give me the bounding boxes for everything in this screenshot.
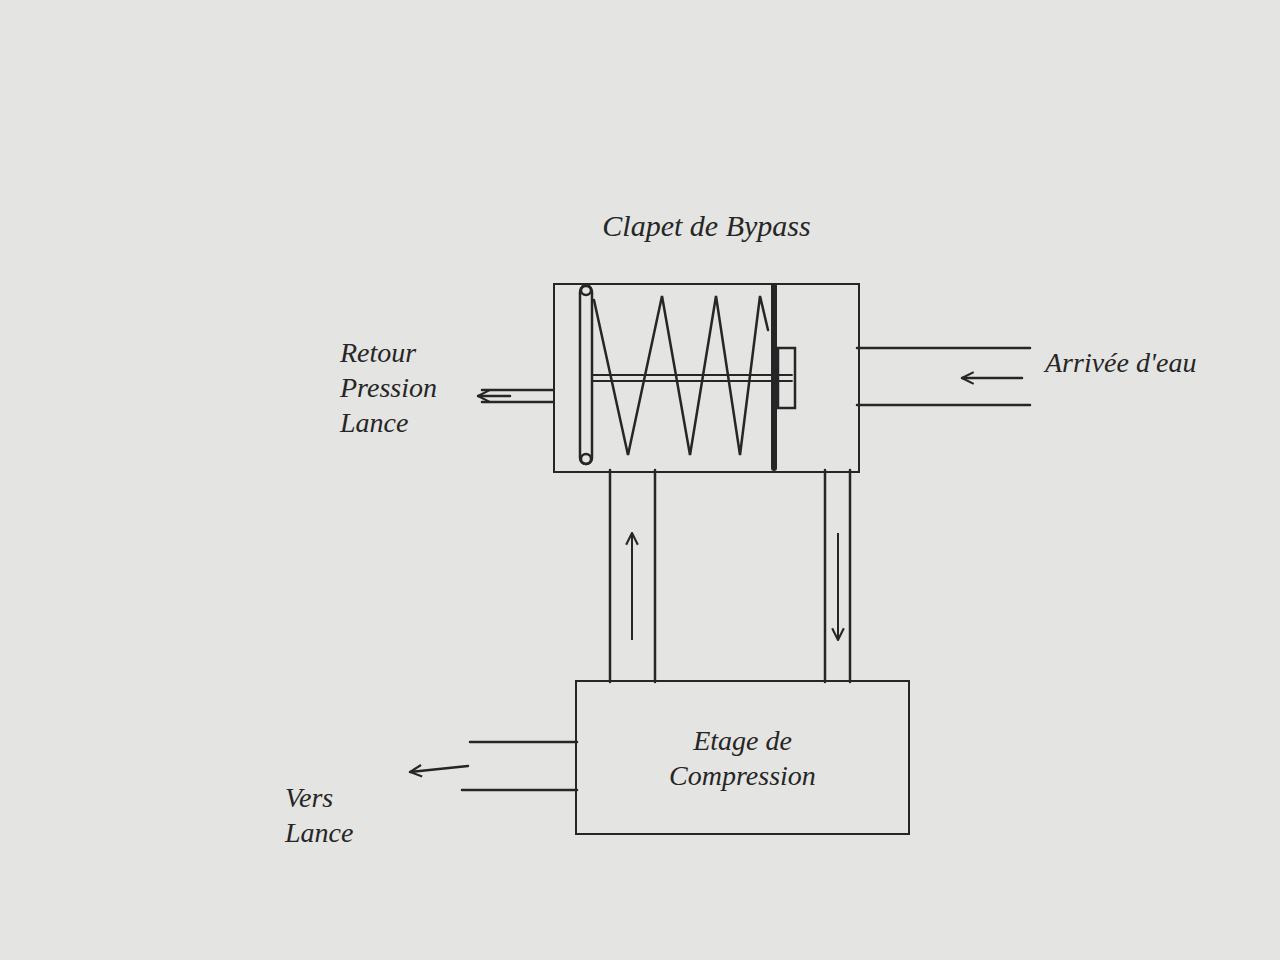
pipe-wall xyxy=(857,404,1030,407)
piston-rod xyxy=(592,380,792,382)
piston-plate xyxy=(580,286,592,464)
stage-label: Etage de Compression xyxy=(643,723,843,793)
compression-stage: Etage de Compression xyxy=(575,680,910,835)
pivot xyxy=(581,285,591,295)
pipe-label: Arrivée d'eau xyxy=(1045,345,1220,380)
flow-arrow xyxy=(962,377,1022,380)
pipe-wall xyxy=(482,389,553,392)
valve-seat xyxy=(778,348,795,408)
flow-arrow xyxy=(631,533,633,640)
pivot xyxy=(581,454,591,464)
valve-title: Clapet de Bypass xyxy=(555,207,858,245)
valve-disc xyxy=(771,286,777,468)
flow-arrow xyxy=(410,766,468,772)
pipe-wall xyxy=(849,470,852,682)
pipe-wall xyxy=(654,470,657,682)
pipe-wall xyxy=(857,347,1030,350)
pipe-wall xyxy=(462,789,577,792)
pipe-wall xyxy=(482,401,553,404)
valve-housing: Clapet de Bypass xyxy=(553,283,860,473)
pipe-wall xyxy=(824,470,827,682)
pipe-label: Retour Pression Lance xyxy=(340,335,475,440)
pipe-label: Vers Lance xyxy=(285,780,405,850)
pipe-wall xyxy=(609,470,612,682)
flow-arrow xyxy=(478,395,510,398)
pipe-wall xyxy=(470,741,577,744)
flow-arrow xyxy=(837,533,839,640)
piston-rod xyxy=(592,374,792,376)
